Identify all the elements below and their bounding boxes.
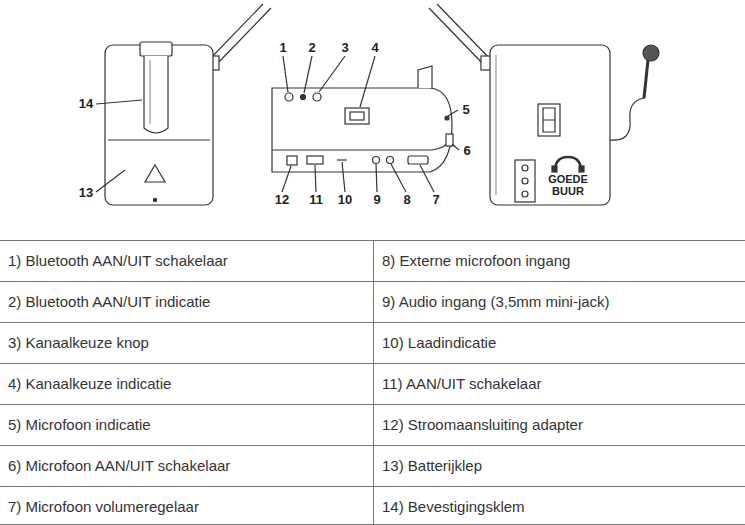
table-line [0,445,745,446]
leader-line [342,162,345,192]
leader-line [360,56,375,107]
table-cell: 11) AAN/UIT schakelaar [382,375,542,393]
headphone-icon [555,157,581,171]
side-edge [495,55,496,195]
callout-number: 12 [275,193,289,207]
clip-shade [149,60,150,124]
belt-clip [144,56,168,133]
mic-led [445,116,449,120]
headphone-cup [552,166,557,172]
table-cell: 12) Stroomaansluiting adapter [382,416,583,434]
table-line [0,363,745,364]
housing-side [490,45,610,205]
bluetooth-switch [285,93,293,101]
callout-number: 1 [279,41,286,55]
table-line [0,404,745,405]
channel-button [313,93,321,101]
table-line [0,524,745,525]
table-grid [0,240,745,525]
leader-line [96,100,142,104]
channel-display [538,104,560,136]
clip-hinge [140,42,172,56]
callout-number: 4 [371,41,378,55]
panel-button [522,191,528,197]
leader-line [391,164,406,192]
headphone-cup [579,166,584,172]
mic-head [643,45,659,61]
screw [153,198,156,201]
panel-button [522,178,528,184]
antenna-knob [418,66,432,88]
table-cell: 10) Laadindicatie [382,334,496,352]
leader-line [283,56,288,92]
callout-number: 8 [403,193,410,207]
edge-strip [272,140,450,150]
table-cell: 1) Bluetooth AAN/UIT schakelaar [8,252,228,270]
callout-number: 3 [341,41,348,55]
mic-jack [387,157,394,164]
table-cell: 14) Bevestigingsklem [382,498,525,516]
charge-led [337,159,347,160]
leader-line [448,110,458,116]
table-cell: 13) Batterijklep [382,457,482,475]
callout-number: 7 [432,193,439,207]
table-line [373,240,374,525]
table-cell: 2) Bluetooth AAN/UIT indicatie [8,293,210,311]
bluetooth-led [301,95,306,100]
cover-triangle [145,165,165,182]
leader-line [319,56,345,92]
callout-number: 5 [462,103,469,117]
table-line [0,281,745,282]
leader-line [420,165,434,192]
leader-line [376,164,377,192]
table-cell: 3) Kanaalkeuze knop [8,334,149,352]
callout-number: 13 [79,186,93,200]
mic-handle [644,60,648,98]
table-line [0,486,745,487]
dc-jack [287,156,297,165]
brand-logo: GOEDE BUUR [548,173,588,197]
callout-number: 11 [309,193,323,207]
panel-button [522,165,528,171]
table-cell: 6) Microfoon AAN/UIT schakelaar [8,457,230,475]
leader-line [315,165,316,192]
callout-number: 2 [308,41,315,55]
callout-number: 14 [79,97,93,111]
battery-cover-seam [108,139,210,140]
table-cell: 4) Kanaalkeuze indicatie [8,375,171,393]
leader-line [282,166,291,192]
table-line [0,322,745,323]
housing-back [105,45,213,205]
volume-wheel [408,156,428,164]
callout-number: 10 [338,193,352,207]
leader-line [452,144,459,150]
leader-line [304,56,312,93]
table-cell: 8) Externe microfoon ingang [382,252,570,270]
table-cell: 9) Audio ingang (3,5mm mini-jack) [382,293,610,311]
table-cell: 7) Microfoon volumeregelaar [8,498,199,516]
mic-cable [610,98,645,140]
callout-number: 9 [373,193,380,207]
audio-jack [373,157,380,164]
power-switch [307,156,323,164]
table-cell: 5) Microfoon indicatie [8,416,151,434]
button-panel [515,160,535,202]
channel-display [345,108,369,124]
seven-segment [543,108,555,132]
channel-digit [350,112,364,120]
leader-line [96,170,125,192]
table-line [0,240,745,241]
callout-number: 6 [463,144,470,158]
